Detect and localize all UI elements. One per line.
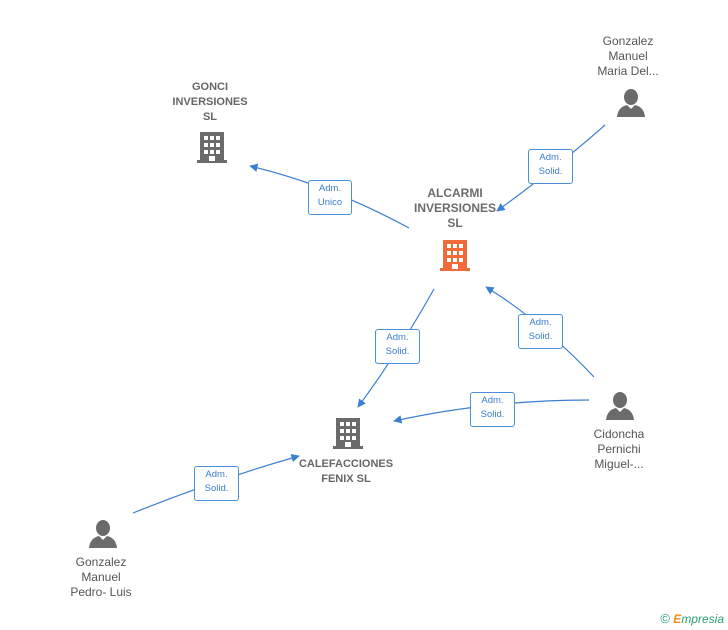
edge-label-line: Solid. bbox=[480, 409, 505, 420]
edge-label-line: Adm. bbox=[481, 395, 504, 406]
person-label-gonzalez-pedro[interactable]: Gonzalez Manuel Pedro- Luis bbox=[55, 555, 147, 600]
building-icon[interactable] bbox=[332, 416, 364, 450]
label-line: Cidoncha bbox=[593, 427, 645, 441]
label-line: Manuel bbox=[81, 570, 121, 584]
label-line: Pernichi bbox=[597, 442, 641, 456]
label-line: Gonzalez bbox=[75, 555, 127, 569]
edge-label-adm-solid[interactable]: Adm. Solid. bbox=[194, 466, 239, 501]
edge-label-adm-solid[interactable]: Adm. Solid. bbox=[528, 149, 573, 184]
person-icon[interactable] bbox=[616, 88, 646, 118]
edge-label-line: Solid. bbox=[385, 346, 410, 357]
label-line: INVERSIONES bbox=[172, 96, 248, 108]
company-label-calefacciones[interactable]: CALEFACCIONES FENIX SL bbox=[290, 457, 402, 487]
copyright-icon: © bbox=[660, 611, 670, 626]
label-line: SL bbox=[447, 216, 463, 230]
edge-label-line: Adm. bbox=[529, 317, 552, 328]
edge-label-adm-solid[interactable]: Adm. Solid. bbox=[375, 329, 420, 364]
brand-logo-text: mpresia bbox=[681, 612, 724, 626]
label-line: CALEFACCIONES bbox=[298, 458, 394, 470]
label-line: ALCARMI bbox=[427, 186, 483, 200]
edge-label-line: Solid. bbox=[528, 331, 553, 342]
label-line: Pedro- Luis bbox=[70, 585, 132, 599]
label-line: Gonzalez bbox=[602, 34, 654, 48]
edge-label-line: Adm. bbox=[205, 469, 228, 480]
label-line: Maria Del... bbox=[597, 64, 659, 78]
label-line: Miguel-... bbox=[594, 457, 644, 471]
edge-label-line: Adm. bbox=[386, 332, 409, 343]
edge-label-line: Adm. bbox=[539, 152, 562, 163]
person-icon[interactable] bbox=[88, 519, 118, 549]
edge-label-line: Solid. bbox=[204, 483, 229, 494]
person-label-cidoncha[interactable]: Cidoncha Pernichi Miguel-... bbox=[574, 427, 664, 472]
company-label-alcarmi[interactable]: ALCARMI INVERSIONES SL bbox=[402, 186, 508, 231]
person-icon[interactable] bbox=[605, 391, 635, 421]
label-line: SL bbox=[202, 111, 218, 123]
brand-footer[interactable]: © Empresia bbox=[660, 611, 724, 626]
edge-label-line: Unico bbox=[317, 197, 343, 208]
label-line: GONCI bbox=[191, 81, 229, 93]
edge-label-line: Solid. bbox=[538, 166, 563, 177]
label-line: FENIX SL bbox=[321, 473, 371, 485]
company-label-gonci[interactable]: GONCI INVERSIONES SL bbox=[160, 80, 260, 125]
building-icon[interactable] bbox=[439, 238, 471, 272]
brand-logo-initial: E bbox=[673, 612, 682, 626]
edge-label-adm-solid[interactable]: Adm. Solid. bbox=[518, 314, 563, 349]
building-icon[interactable] bbox=[196, 130, 228, 164]
label-line: Manuel bbox=[608, 49, 648, 63]
edge-label-adm-solid[interactable]: Adm. Solid. bbox=[470, 392, 515, 427]
person-label-gonzalez-maria[interactable]: Gonzalez Manuel Maria Del... bbox=[582, 34, 674, 79]
edge-label-adm-unico[interactable]: Adm. Unico bbox=[308, 180, 352, 215]
label-line: INVERSIONES bbox=[413, 201, 497, 215]
edge-label-line: Adm. bbox=[318, 183, 342, 194]
